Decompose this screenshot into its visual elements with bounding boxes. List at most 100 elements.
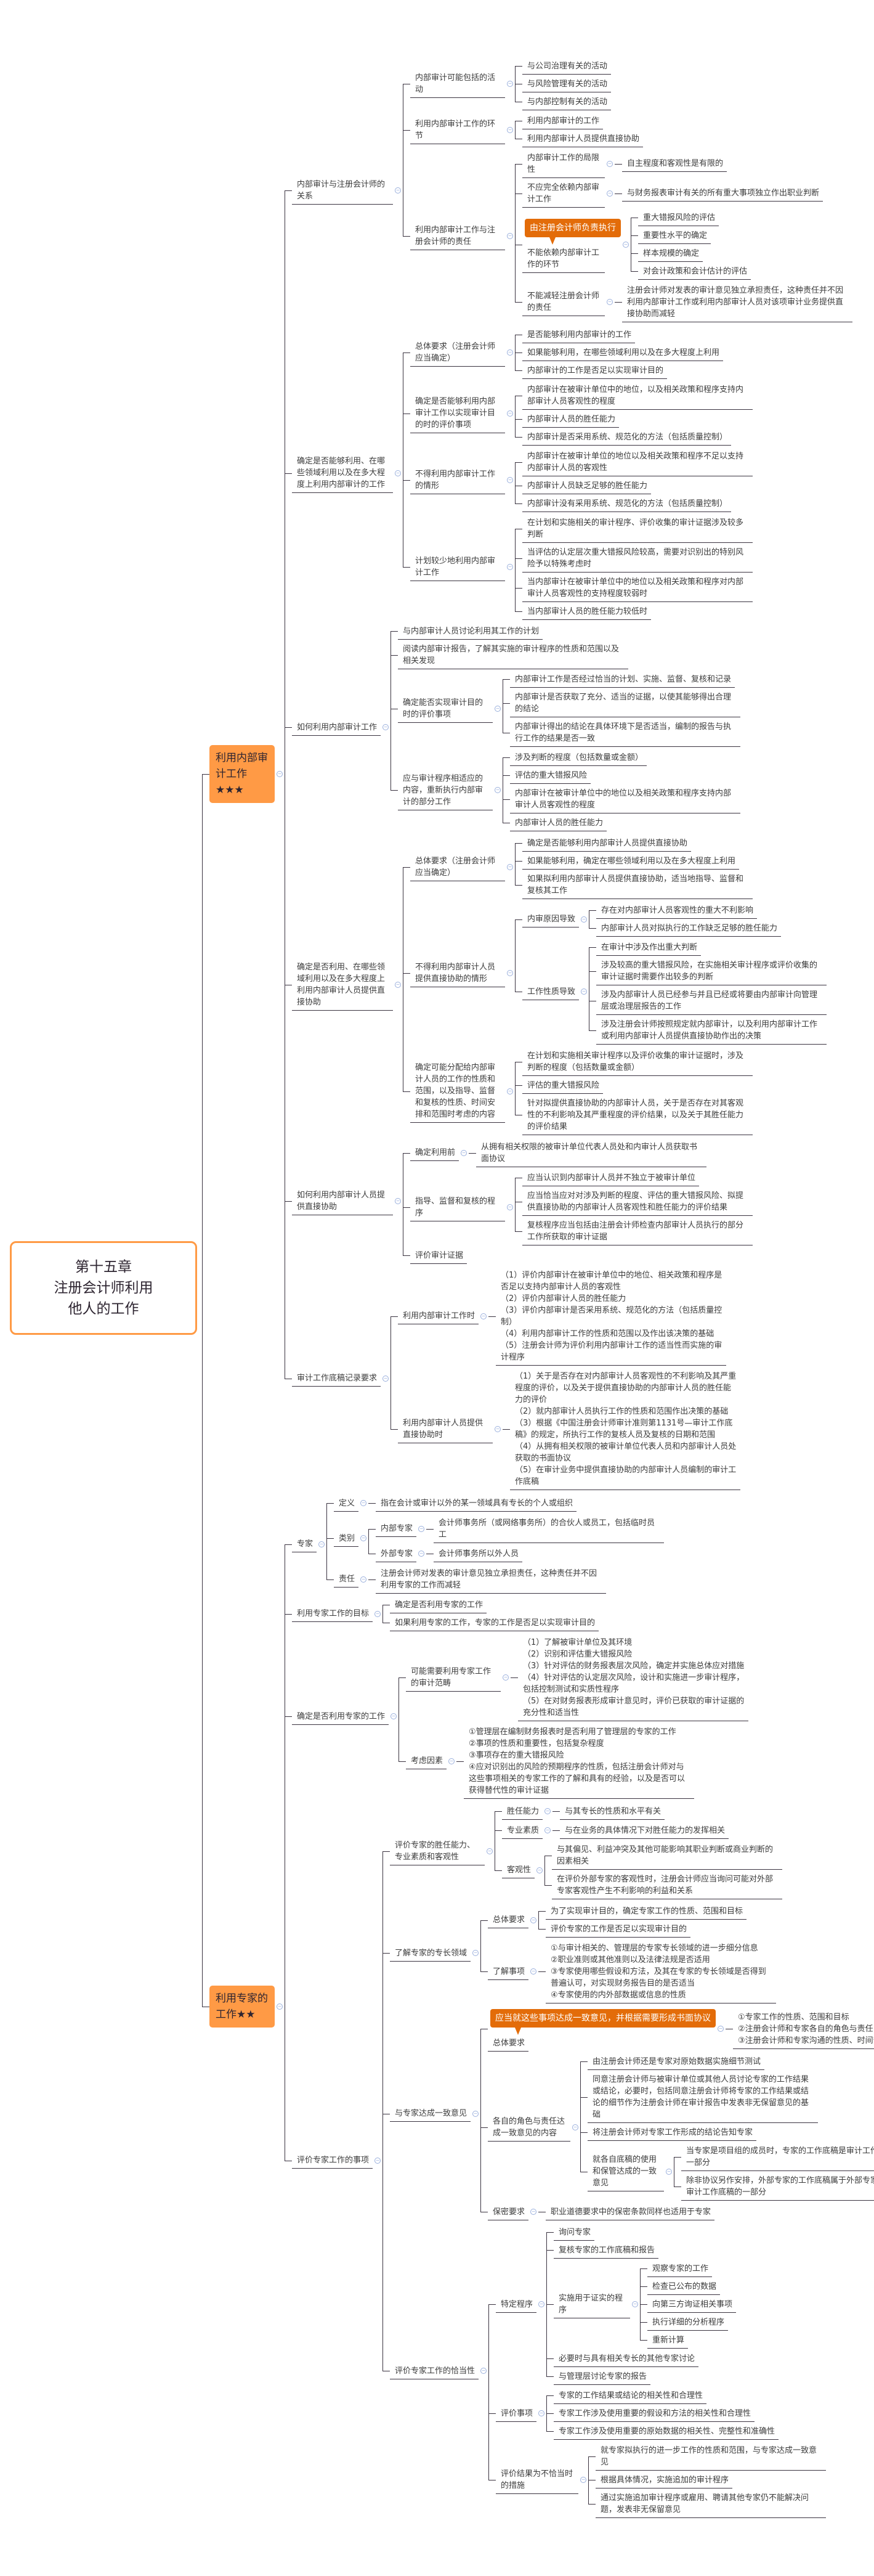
leaf-label: 涉及注册会计师按照规定就内部审计，以及利用内部审计工作或利用内部审计人员提供直接…: [596, 1016, 827, 1045]
collapse-toggle-icon[interactable]: −: [507, 863, 513, 870]
collapse-toggle-icon[interactable]: −: [277, 770, 283, 777]
collapse-toggle-icon[interactable]: −: [607, 299, 613, 305]
collapse-toggle-icon[interactable]: −: [718, 2026, 724, 2032]
collapse-toggle-icon[interactable]: −: [623, 241, 629, 248]
collapse-toggle-icon[interactable]: −: [461, 1149, 467, 1156]
leaf-label: 当内部审计人员的胜任能力较低时: [522, 603, 652, 620]
collapse-toggle-icon[interactable]: −: [536, 1867, 543, 1873]
leaf-label: 样本规模的确定: [638, 245, 703, 262]
leaf-node: 内部审计在被审计单位中的地位以及相关政策和程序支持内部审计人员客观性的程度: [510, 785, 741, 813]
collapse-toggle-icon[interactable]: −: [607, 160, 613, 167]
tree-item: 复核程序应当包括由注册会计师检查内部审计人员执行的部分工作所获取的审计证据: [515, 1216, 753, 1246]
topic-label: 实施用于证实的程序: [554, 2290, 631, 2318]
leaf-label: （1）评价内部审计在被审计单位中的地位、相关政策和程序是否足以支持内部审计人员的…: [496, 1267, 727, 1366]
collapse-toggle-icon[interactable]: −: [607, 190, 613, 197]
collapse-toggle-icon[interactable]: −: [507, 349, 513, 356]
leaf-node: 内部审计在被审计单位的地位以及相关政策和程序不足以支持内部审计人员的客观性: [522, 448, 753, 476]
collapse-toggle-icon[interactable]: −: [581, 988, 588, 995]
branch-node: 利用专家的工作★★−专家−定义−指在会计或审计以外的某一领域具有专长的个人或组织…: [209, 1493, 874, 2521]
collapse-toggle-icon[interactable]: −: [538, 2301, 545, 2307]
collapse-toggle-icon[interactable]: −: [390, 1713, 397, 1719]
collapse-toggle-icon[interactable]: −: [360, 1535, 367, 1541]
collapse-toggle-icon[interactable]: −: [472, 1950, 479, 1956]
collapse-toggle-icon[interactable]: −: [507, 233, 513, 239]
collapse-toggle-icon[interactable]: −: [374, 1610, 381, 1617]
leaf-label: 如果能够利用，在哪些领域利用以及在多大程度上利用: [522, 344, 724, 361]
topic-label-wrap: 与其偏见、利益冲突及其他可能影响其职业判断或商业判断的因素相关: [552, 1841, 783, 1870]
leaf-node: 询问专家: [554, 2224, 736, 2241]
collapse-toggle-icon[interactable]: −: [480, 2368, 487, 2374]
branch-label: 利用专家的工作★★: [209, 1986, 275, 2028]
collapse-toggle-icon[interactable]: −: [360, 1576, 367, 1583]
child-list: 确定利用前−从拥有相关权限的被审计单位代表人员处和内审计人员获取书面协议指导、监…: [403, 1138, 753, 1265]
tree-item: 从拥有相关权限的被审计单位代表人员处和内审计人员获取书面协议: [469, 1138, 707, 1168]
leaf-node: 如果能够利用，在哪些领域利用以及在多大程度上利用: [522, 344, 724, 361]
topic-label-wrap: 会计师事务所以外人员: [434, 1546, 523, 1562]
tree-item: 评估的重大错报风险: [515, 1076, 753, 1094]
topic-node: 了解事项−①与审计相关的、管理层的专家专长领域的进一步细分信息 ②职业准则或其他…: [488, 1939, 777, 2004]
topic-node: 工作性质导致−在审计中涉及作出重大判断涉及较高的重大错报风险，在实施相关审计程序…: [522, 939, 827, 1045]
child-list: 在计划和实施相关的审计程序、评价收集的审计证据涉及较多判断当评估的认定层次重大错…: [515, 514, 753, 621]
leaf-node: 阅读内部审计报告，了解其实施的审计程序的性质和范围以及相关发现: [398, 641, 740, 669]
tree-item: 内部审计是否获取了充分、适当的证据，以使其能够得出合理的结论: [503, 688, 741, 718]
topic-label-wrap: 重新计算: [647, 2332, 689, 2349]
collapse-toggle-icon[interactable]: −: [495, 1425, 501, 1432]
collapse-toggle-icon[interactable]: −: [277, 2003, 283, 2010]
collapse-toggle-icon[interactable]: −: [507, 970, 513, 976]
collapse-toggle-icon[interactable]: −: [581, 916, 588, 923]
collapse-toggle-icon[interactable]: −: [507, 126, 513, 133]
collapse-toggle-icon[interactable]: −: [487, 1848, 493, 1854]
collapse-toggle-icon[interactable]: −: [395, 1197, 401, 1204]
collapse-toggle-icon[interactable]: −: [480, 1313, 487, 1319]
collapse-toggle-icon[interactable]: −: [507, 564, 513, 570]
collapse-toggle-icon[interactable]: −: [360, 1500, 367, 1506]
topic-label: 确定是否利用专家的工作: [292, 1708, 389, 1725]
collapse-toggle-icon[interactable]: −: [530, 1917, 537, 1923]
collapse-toggle-icon[interactable]: −: [503, 1674, 509, 1681]
leaf-node: 与财务报表审计有关的所有重大事项独立作出职业判断: [622, 185, 823, 202]
collapse-toggle-icon[interactable]: −: [418, 1525, 425, 1532]
topic-label-wrap: 观察专家的工作: [647, 2260, 713, 2277]
collapse-toggle-icon[interactable]: −: [538, 2410, 545, 2416]
topic-node: 客观性−与其偏见、利益冲突及其他可能影响其职业判断或商业判断的因素相关在评价外部…: [502, 1841, 783, 1900]
topic-label-wrap: 了解专家的专长领域: [390, 1945, 471, 1962]
collapse-toggle-icon[interactable]: −: [495, 706, 501, 712]
collapse-toggle-icon[interactable]: −: [382, 724, 389, 730]
collapse-toggle-icon[interactable]: −: [374, 2157, 381, 2164]
collapse-toggle-icon[interactable]: −: [544, 1827, 551, 1833]
collapse-toggle-icon[interactable]: −: [472, 2110, 479, 2117]
collapse-toggle-icon[interactable]: −: [580, 2477, 587, 2483]
collapse-toggle-icon[interactable]: −: [507, 1204, 513, 1210]
collapse-toggle-icon[interactable]: −: [382, 1375, 389, 1382]
tree-item: 与其偏见、利益冲突及其他可能影响其职业判断或商业判断的因素相关: [544, 1841, 783, 1870]
tree-item: 根据具体情况，实施追加的审计程序: [588, 2471, 826, 2489]
collapse-toggle-icon[interactable]: −: [318, 1541, 325, 1547]
collapse-toggle-icon[interactable]: −: [418, 1551, 425, 1557]
leaf-node: 根据具体情况，实施追加的审计程序: [596, 2472, 826, 2488]
collapse-toggle-icon[interactable]: −: [530, 1968, 537, 1975]
collapse-toggle-icon[interactable]: −: [632, 2301, 639, 2307]
collapse-toggle-icon[interactable]: −: [495, 787, 501, 793]
collapse-toggle-icon[interactable]: −: [395, 470, 401, 476]
tree-item: 专家的工作结果或结论的相关性和合理性: [546, 2387, 779, 2405]
collapse-toggle-icon[interactable]: −: [507, 1088, 513, 1094]
collapse-toggle-icon[interactable]: −: [395, 982, 401, 988]
tree-item: 应与审计程序相适应的内容，重新执行内部审计的部分工作−涉及判断的程度（包括数量或…: [390, 748, 741, 833]
topic-label: 了解专家的专长领域: [390, 1945, 471, 1962]
topic-node: 利用内部审计工作与注册会计师的责任−内部审计工作的局限性−自主程度和客观性是有限…: [410, 149, 852, 324]
topic-label: 不能依赖内部审计工作的环节: [522, 245, 605, 273]
collapse-toggle-icon[interactable]: −: [395, 187, 401, 194]
topic-label-wrap: 指在会计或审计以外的某一领域具有专长的个人或组织: [376, 1495, 577, 1512]
collapse-toggle-icon[interactable]: −: [507, 410, 513, 417]
topic-label-wrap: 检查已公布的数据: [647, 2278, 721, 2295]
collapse-toggle-icon[interactable]: −: [507, 476, 513, 483]
collapse-toggle-icon[interactable]: −: [530, 2209, 537, 2215]
collapse-toggle-icon[interactable]: −: [572, 2124, 579, 2130]
collapse-toggle-icon[interactable]: −: [448, 1758, 455, 1764]
tree-item: 利用内部审计工作的环节−利用内部审计的工作利用内部审计人员提供直接协助: [403, 111, 852, 149]
collapse-toggle-icon[interactable]: −: [507, 81, 513, 87]
collapse-toggle-icon[interactable]: −: [544, 1808, 551, 1814]
leaf-node: 应当认识到内部审计人员并不独立于被审计单位: [522, 1170, 753, 1186]
topic-label-wrap: 工作性质导致: [522, 984, 580, 1000]
collapse-toggle-icon[interactable]: −: [666, 2168, 673, 2175]
